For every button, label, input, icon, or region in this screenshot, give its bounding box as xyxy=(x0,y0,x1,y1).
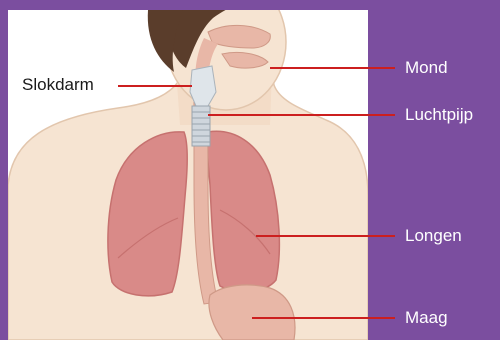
label-slokdarm: Slokdarm xyxy=(22,75,94,95)
label-longen: Longen xyxy=(405,226,462,246)
label-maag: Maag xyxy=(405,308,448,328)
label-mond: Mond xyxy=(405,58,448,78)
label-luchtpijp: Luchtpijp xyxy=(405,105,473,125)
